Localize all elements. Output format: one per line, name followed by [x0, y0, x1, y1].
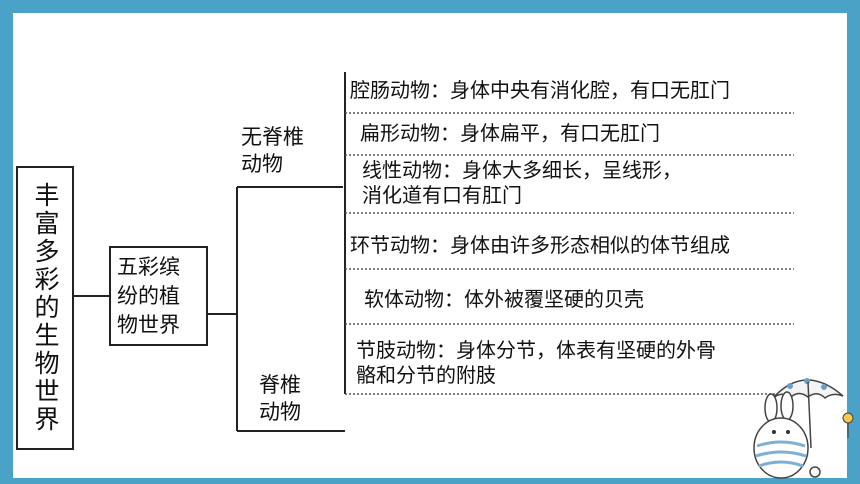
item-nematode-line-1: 线性动物：身体大多细长，呈线形， — [362, 158, 682, 182]
content-panel — [13, 13, 847, 478]
vertebrate-label-line-2: 动物 — [259, 400, 301, 424]
invertebrate-label: 无脊椎 动物 — [241, 124, 321, 178]
invertebrate-label-line-2: 动物 — [241, 152, 283, 176]
item-arthropod-line-1: 节肢动物：身体分节，体表有坚硬的外骨 — [356, 338, 716, 362]
vertebrate-label: 脊椎 动物 — [259, 372, 329, 426]
frame-left — [0, 0, 13, 484]
item-coelenterate: 腔肠动物：身体中央有消化腔，有口无肛门 — [350, 78, 730, 103]
item-nematode: 线性动物：身体大多细长，呈线形， 消化道有口有肛门 — [362, 158, 682, 208]
plant-world-node: 五彩缤 纷的植 物世界 — [109, 246, 208, 346]
frame-right — [847, 0, 860, 484]
plant-world-line-1: 五彩缤 — [117, 254, 180, 279]
item-mollusk-text: 软体动物：体外被覆坚硬的贝壳 — [364, 287, 644, 311]
item-arthropod: 节肢动物：身体分节，体表有坚硬的外骨 骼和分节的附肢 — [356, 338, 716, 388]
item-nematode-line-2: 消化道有口有肛门 — [362, 183, 522, 207]
invertebrate-label-line-1: 无脊椎 — [241, 125, 304, 149]
rabbit-with-umbrella-icon — [753, 378, 854, 479]
root-title: 丰富多彩的生物世界 — [31, 182, 60, 434]
item-mollusk: 软体动物：体外被覆坚硬的贝壳 — [364, 287, 644, 312]
plant-world-line-2: 纷的植 — [117, 283, 180, 308]
root-node: 丰富多彩的生物世界 — [16, 166, 74, 450]
item-coelenterate-text: 腔肠动物：身体中央有消化腔，有口无肛门 — [350, 78, 730, 102]
frame-top — [0, 0, 860, 13]
rabbit-body — [753, 417, 809, 479]
item-flatworm-text: 扁形动物：身体扁平，有口无肛门 — [360, 121, 660, 145]
item-annelid: 环节动物：身体由许多形态相似的体节组成 — [350, 233, 730, 258]
item-arthropod-line-2: 骼和分节的附肢 — [356, 363, 496, 387]
item-flatworm: 扁形动物：身体扁平，有口无肛门 — [360, 121, 660, 146]
frame-bottom — [0, 478, 860, 484]
item-annelid-text: 环节动物：身体由许多形态相似的体节组成 — [350, 233, 730, 257]
plant-world-line-3: 物世界 — [117, 312, 180, 337]
vertebrate-label-line-1: 脊椎 — [259, 373, 301, 397]
umbrella-handle — [807, 381, 812, 449]
